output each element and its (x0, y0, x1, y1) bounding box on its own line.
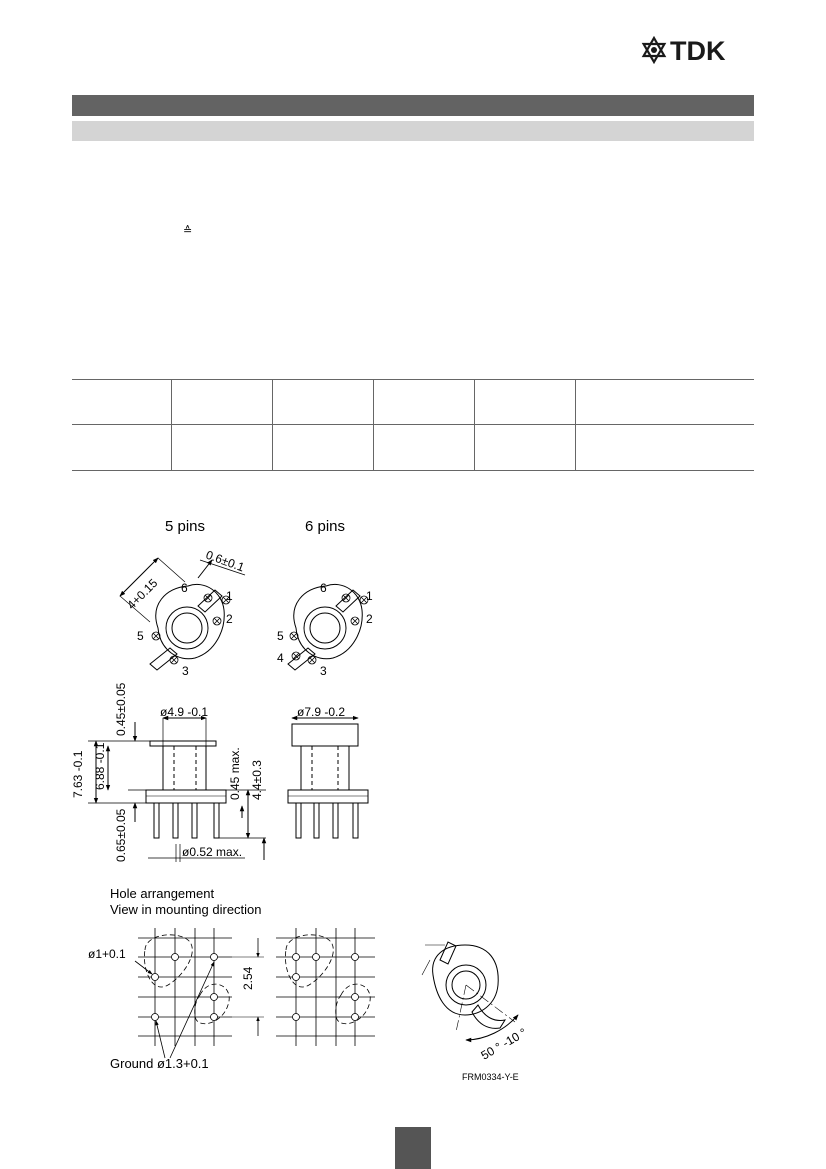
pin-label: 6 (181, 581, 188, 595)
dim-dia-top-5: ø4.9 -0.1 (160, 705, 208, 719)
table-cell (373, 424, 475, 471)
dim-pin-thickness: 0.45 max. (228, 747, 242, 800)
dim-slot: 0.6±0.1 (204, 548, 247, 575)
dim-h-total: 7.63 -0.1 (71, 750, 85, 798)
pin-label: 1 (366, 589, 373, 603)
tdk-logo-mark (641, 36, 667, 64)
side-view-6-pins (287, 715, 369, 839)
pin-label: 2 (226, 612, 233, 626)
pin-label: 5 (137, 629, 144, 643)
dim-dia-top-6: ø7.9 -0.2 (297, 705, 345, 719)
drawing-id: FRM0334-Y-E (462, 1072, 519, 1082)
pin-label: 3 (320, 664, 327, 678)
table-cell (272, 424, 374, 471)
table-cell (373, 379, 475, 425)
table-cell (72, 379, 172, 425)
hole-pitch: 2.54 (241, 966, 255, 990)
dim-flange-bottom: 0.65±0.05 (114, 808, 128, 862)
ground-label: Ground ø1.3+0.1 (110, 1056, 209, 1071)
top-view-5-pins (119, 557, 246, 671)
angle-label: 50 ° -10 ° (479, 1025, 530, 1062)
pin-label: 2 (366, 612, 373, 626)
table-cell (72, 424, 172, 471)
table-cell (575, 379, 754, 425)
header-bar-light (72, 121, 754, 141)
header-bar-dark (72, 95, 754, 116)
table-cell (575, 424, 754, 471)
table-cell (171, 379, 273, 425)
table-cell (272, 379, 374, 425)
table-row (72, 379, 754, 425)
table-cell (474, 379, 576, 425)
pin-labels-5: 6 1 2 5 3 (137, 581, 233, 678)
angle-view (421, 941, 519, 1043)
hole-arrangement-title: Hole arrangement (110, 886, 214, 901)
table-cell (474, 424, 576, 471)
pin-label: 4 (277, 651, 284, 665)
spec-table (72, 379, 754, 471)
pin-label: 1 (226, 589, 233, 603)
tdk-logo-text: TDK (670, 36, 726, 64)
pin-label: 5 (277, 629, 284, 643)
equivalence-symbol: ≙ (183, 225, 193, 237)
dim-width: 4+0.15 (124, 576, 160, 612)
table-row (72, 424, 754, 471)
hole-arrangement-subtitle: View in mounting direction (110, 902, 262, 917)
dim-flange-top: 0.45±0.05 (114, 682, 128, 736)
heading-5-pins: 5 pins (165, 518, 205, 535)
page-number-box (395, 1127, 431, 1169)
table-cell (171, 424, 273, 471)
side-view-5-pins (88, 715, 267, 862)
top-view-6-pins (287, 584, 369, 671)
tdk-logo: TDK (641, 36, 726, 64)
dim-pin-length: 4.4±0.3 (250, 760, 264, 800)
pin-label: 6 (320, 581, 327, 595)
hole-dia: ø1+0.1 (88, 947, 126, 961)
hole-grid-6 (276, 928, 375, 1046)
dim-h-body: 6.88 -0.1 (93, 742, 107, 790)
dim-pin-dia: ø0.52 max. (182, 845, 242, 859)
pin-label: 3 (182, 664, 189, 678)
pin-labels-6: 6 1 2 5 4 3 (277, 581, 373, 678)
technical-drawing: 5 pins 6 pins 4+0.15 0.6±0.1 6 1 2 5 3 (71, 518, 530, 1082)
heading-6-pins: 6 pins (305, 518, 345, 535)
hole-grid-5 (134, 928, 264, 1059)
